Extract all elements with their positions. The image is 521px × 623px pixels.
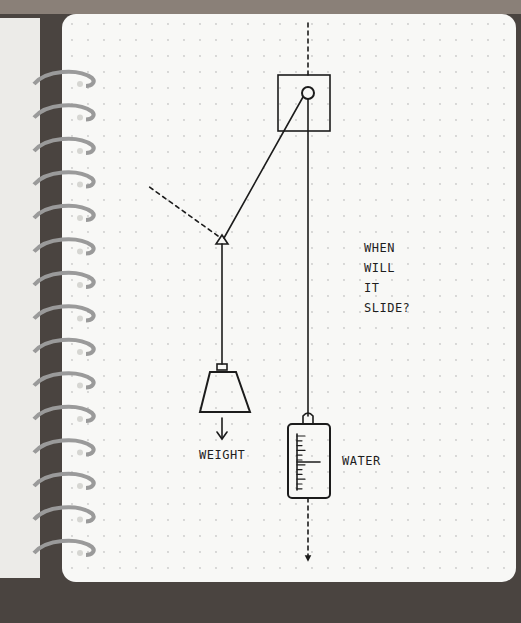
spiral-ring	[34, 474, 94, 488]
spiral-ring	[34, 139, 94, 153]
punch-hole	[77, 81, 83, 87]
weight-hook	[217, 364, 227, 370]
punch-hole	[77, 282, 83, 288]
spiral-ring	[34, 373, 94, 387]
weight-label: WEIGHT	[199, 447, 245, 464]
spiral-ring	[34, 72, 94, 86]
spiral-binding	[34, 72, 94, 556]
spiral-ring	[34, 273, 94, 287]
table-top	[0, 0, 521, 14]
scale-tick	[297, 469, 302, 470]
spiral-ring	[34, 239, 94, 253]
punch-hole	[77, 316, 83, 322]
punch-hole	[77, 383, 83, 389]
scale-tick	[297, 445, 302, 446]
arrow-head	[217, 432, 227, 439]
question-note: WHEN WILL IT SLIDE?	[364, 238, 410, 318]
punch-hole	[77, 115, 83, 121]
punch-hole	[77, 215, 83, 221]
water-level	[297, 461, 320, 463]
spiral-ring	[34, 105, 94, 119]
spiral-ring	[34, 172, 94, 186]
scale-tick	[297, 459, 302, 460]
weight-symbol	[200, 372, 250, 412]
scale-tick	[297, 435, 305, 436]
scale-tick	[297, 455, 302, 456]
right-page	[62, 14, 516, 582]
punch-hole	[77, 550, 83, 556]
spiral-ring	[34, 206, 94, 220]
pulley-sketch	[148, 20, 330, 560]
dashed-axis	[307, 498, 309, 556]
scale-tick	[297, 483, 302, 484]
water-container	[288, 424, 330, 498]
rope	[224, 97, 303, 238]
pulley-wheel	[302, 87, 314, 99]
punch-hole	[77, 450, 83, 456]
punch-hole	[77, 349, 83, 355]
left-page	[0, 18, 40, 578]
punch-hole	[77, 148, 83, 154]
scale-tick	[297, 450, 305, 451]
pulley-block	[278, 75, 330, 131]
scale-tick	[297, 488, 302, 489]
dashed-axis	[307, 20, 309, 75]
container-hook	[303, 413, 313, 424]
punch-hole	[77, 416, 83, 422]
spiral-ring	[34, 440, 94, 454]
spiral-ring	[34, 507, 94, 521]
knot-triangle	[216, 235, 228, 244]
spiral-ring	[34, 340, 94, 354]
punch-hole	[77, 483, 83, 489]
punch-hole	[77, 517, 83, 523]
scale-tick	[297, 479, 305, 480]
water-label: WATER	[342, 453, 381, 470]
scale-tick	[297, 464, 305, 465]
spiral-ring	[34, 407, 94, 421]
dashed-direction	[148, 186, 218, 236]
punch-hole	[77, 182, 83, 188]
scale-tick	[297, 474, 302, 475]
scale-tick	[297, 440, 302, 441]
force-arrow	[221, 418, 223, 438]
rope	[221, 244, 223, 364]
dot-grid	[62, 14, 516, 582]
punch-hole	[77, 249, 83, 255]
axis-tip	[306, 556, 310, 560]
spiral-ring	[34, 306, 94, 320]
rope	[307, 99, 309, 416]
spiral-ring	[34, 541, 94, 555]
